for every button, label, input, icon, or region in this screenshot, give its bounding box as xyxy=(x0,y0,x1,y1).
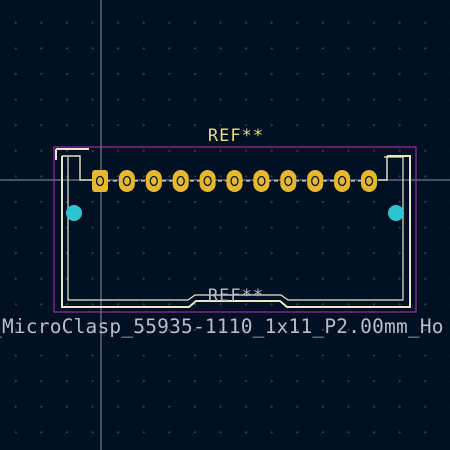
pad-5-drill xyxy=(203,175,212,187)
pad-10-drill xyxy=(337,175,347,187)
pad-5[interactable] xyxy=(199,170,216,192)
silkscreen-inner-outline xyxy=(67,156,404,301)
pad-6[interactable] xyxy=(226,170,243,192)
pad-7[interactable] xyxy=(253,170,270,192)
pad-2[interactable] xyxy=(118,170,135,192)
pad-7-drill xyxy=(257,175,266,187)
silkscreen-body-outline xyxy=(61,155,411,308)
pad-1-square[interactable] xyxy=(92,170,108,192)
mounting-hole-right xyxy=(388,205,404,221)
reference-designator[interactable]: REF** xyxy=(207,126,265,146)
pad-3-drill xyxy=(149,175,158,187)
pad-9-drill xyxy=(311,175,320,187)
pad-9[interactable] xyxy=(307,170,324,192)
pad-8[interactable] xyxy=(280,170,297,192)
pad-3[interactable] xyxy=(145,170,162,192)
pad-2-drill xyxy=(122,175,132,187)
pad-6-drill xyxy=(230,175,239,187)
pad-1-drill xyxy=(95,175,105,187)
courtyard-outline xyxy=(53,146,417,313)
fab-reference-designator[interactable]: REF** xyxy=(207,286,265,306)
footprint-value-label[interactable]: _MicroClasp_55935-1110_1x11_P2.00mm_Ho xyxy=(0,315,444,338)
pad-row xyxy=(92,170,377,192)
pad-11[interactable] xyxy=(361,170,377,192)
pad-8-drill xyxy=(284,175,293,187)
pad-4-drill xyxy=(176,175,185,187)
pad-11-drill xyxy=(364,175,374,187)
right-latch-notch xyxy=(378,156,388,181)
pad-10[interactable] xyxy=(334,170,351,192)
left-latch-notch xyxy=(62,155,92,181)
pad-4[interactable] xyxy=(172,170,189,192)
mounting-hole-left xyxy=(66,205,82,221)
